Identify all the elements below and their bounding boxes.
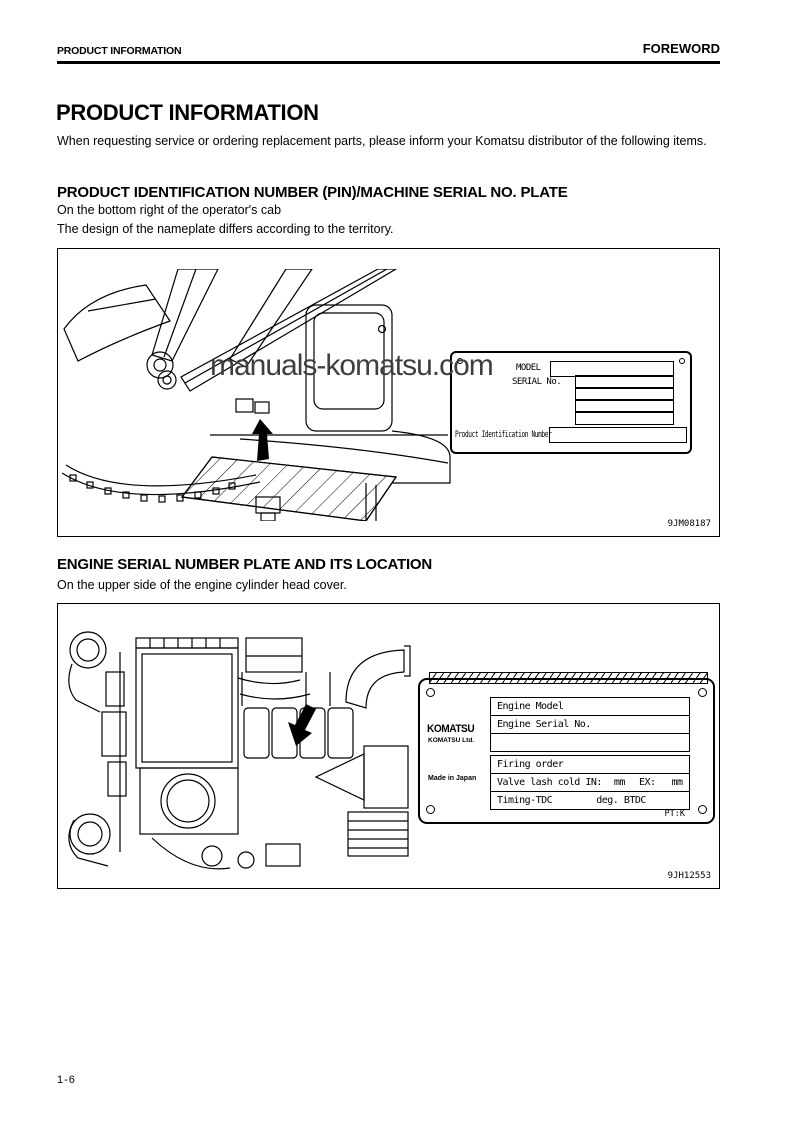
screw-hole-icon: [679, 358, 685, 364]
valve-lash-label: Valve lash cold IN:: [497, 777, 602, 788]
company-label: KOMATSU Ltd.: [428, 737, 475, 744]
pin-body-line-2: The design of the nameplate differs acco…: [57, 222, 394, 236]
running-header-right: FOREWORD: [642, 41, 720, 56]
section-heading-pin: PRODUCT IDENTIFICATION NUMBER (PIN)/MACH…: [57, 184, 568, 201]
model-value-box: [550, 361, 674, 377]
serial-value-box: [575, 387, 674, 401]
screw-hole-icon: [698, 688, 707, 697]
figure-code: 9JM08187: [667, 519, 711, 529]
valve-in-unit: mm: [613, 777, 626, 788]
screw-hole-icon: [426, 805, 435, 814]
made-in-label: Made in Japan: [428, 775, 477, 782]
page-number: 1-6: [57, 1074, 76, 1086]
row-blank: [491, 734, 689, 751]
row-engine-model: Engine Model: [491, 698, 689, 716]
timing-value: deg. BTDC: [596, 795, 646, 806]
figure-code: 9JH12553: [667, 871, 711, 881]
intro-paragraph: When requesting service or ordering repl…: [57, 134, 707, 148]
model-label: MODEL: [516, 363, 541, 373]
plate-table-bottom: Firing order Valve lash cold IN: mm EX: …: [490, 755, 690, 810]
plate-table-top: Engine Model Engine Serial No.: [490, 697, 690, 752]
timing-label: Timing-TDC: [497, 795, 553, 806]
header-rule: [57, 61, 720, 64]
serial-value-box: [575, 411, 674, 425]
page-title: PRODUCT INFORMATION: [56, 100, 319, 125]
row-valve-lash: Valve lash cold IN: mm EX: mm: [491, 774, 689, 792]
engine-body-line-1: On the upper side of the engine cylinder…: [57, 578, 347, 592]
screw-hole-icon: [698, 805, 707, 814]
figure-engine-plate-location: KOMATSU KOMATSU Ltd. Made in Japan Engin…: [57, 603, 720, 889]
serial-value-box: [575, 375, 674, 389]
engine-illustration: [68, 631, 411, 870]
pin-number-label: Product Identification Number: [455, 430, 552, 440]
section-heading-engine: ENGINE SERIAL NUMBER PLATE AND ITS LOCAT…: [57, 556, 433, 573]
engine-nameplate: KOMATSU KOMATSU Ltd. Made in Japan Engin…: [418, 678, 715, 824]
screw-hole-icon: [426, 688, 435, 697]
komatsu-logo: KOMATSU: [427, 723, 475, 735]
pin-body-line-1: On the bottom right of the operator's ca…: [57, 203, 282, 217]
row-timing: Timing-TDC deg. BTDC: [491, 792, 689, 809]
serial-value-box: [575, 399, 674, 413]
plate-hatched-edge: [429, 672, 708, 684]
row-engine-serial: Engine Serial No.: [491, 716, 689, 734]
pin-nameplate: MODEL SERIAL No. Product Identification …: [450, 351, 692, 454]
screw-hole-icon: [457, 358, 463, 364]
machine-illustration: [61, 269, 451, 521]
valve-ex-unit: mm: [671, 777, 684, 788]
watermark-text: manuals-komatsu.com: [210, 349, 494, 382]
serial-label: SERIAL No.: [512, 377, 562, 387]
valve-ex-label: EX:: [638, 777, 656, 788]
plate-corner-code: PT:K: [664, 809, 685, 819]
figure-pin-plate-location: manuals-komatsu.com MODEL SERIAL No. Pro…: [57, 248, 720, 537]
row-firing-order: Firing order: [491, 756, 689, 774]
pin-number-value-box: [549, 427, 687, 443]
running-header-left: PRODUCT INFORMATION: [57, 45, 182, 57]
